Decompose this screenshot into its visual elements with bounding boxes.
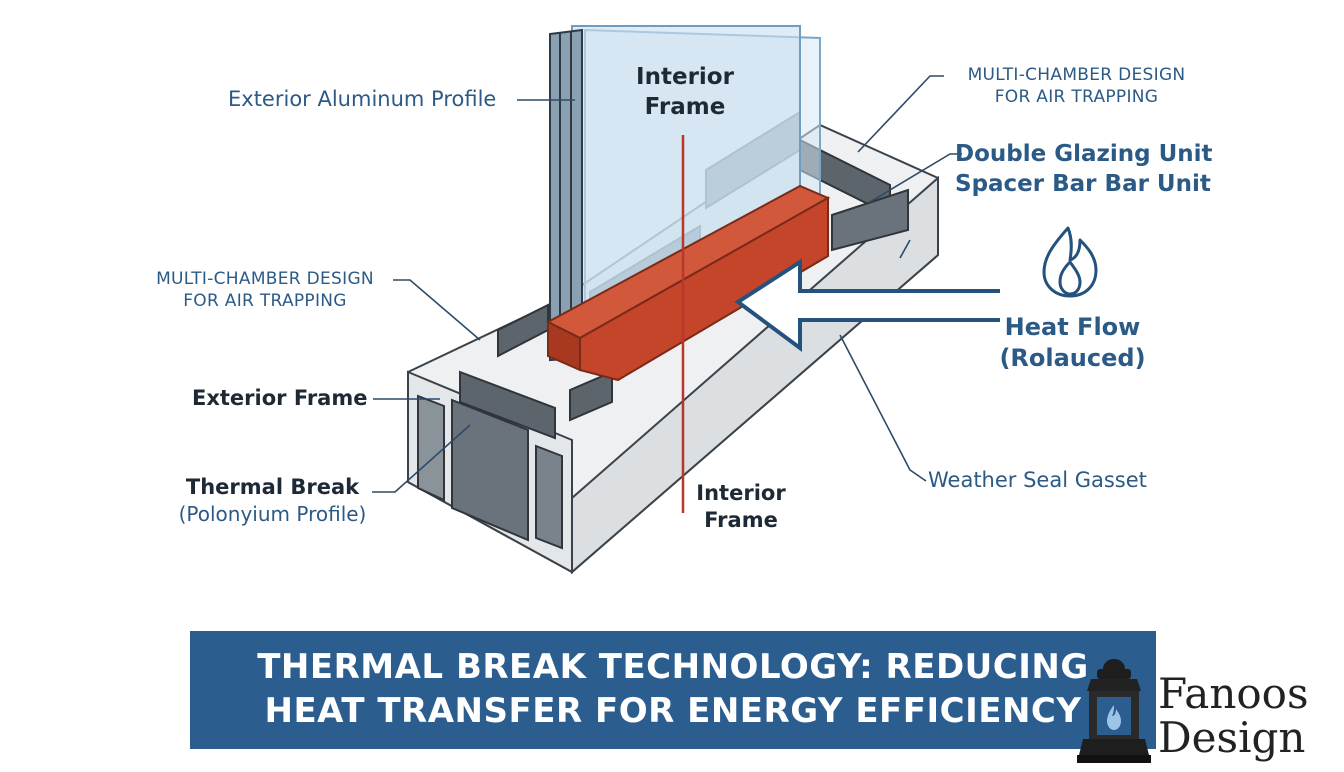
title-banner: THERMAL BREAK TECHNOLOGY: REDUCING HEAT … [190, 631, 1156, 749]
end-chamber-side [535, 444, 563, 550]
thermal-break-bar [545, 184, 831, 382]
label-interior-frame-top: Interior Frame [636, 64, 734, 120]
brand-line1: Fanoos [1158, 669, 1309, 718]
leader-multichamber-left [393, 279, 481, 341]
lantern-icon [1077, 659, 1151, 763]
brand-line2: Design [1158, 713, 1306, 762]
label-double-glazing: Double Glazing Unit Spacer Bar Bar Unit [955, 141, 1213, 197]
end-chamber-large [451, 398, 529, 542]
leader-lines [372, 75, 962, 493]
top-chamber-6 [569, 370, 613, 422]
leader-double-glazing [869, 153, 962, 203]
thermal-bar-end [547, 320, 581, 372]
brand-logo: Fanoos Design [1158, 672, 1309, 760]
label-heat-flow: Heat Flow (Rolauced) [999, 313, 1146, 373]
leader-weather-seal [839, 334, 927, 482]
end-chamber-upper [459, 370, 556, 440]
heat-flow-arrow-icon [734, 258, 1000, 352]
label-multi-chamber-top: MULTI-CHAMBER DESIGN FOR AIR TRAPPING [967, 65, 1186, 108]
glazing-unit [549, 25, 821, 362]
flame-icon [1042, 226, 1098, 298]
label-exterior-frame: Exterior Frame [192, 386, 368, 410]
label-weather-seal: Weather Seal Gasset [928, 468, 1147, 492]
leader-thermal-break [372, 424, 471, 493]
label-exterior-aluminum-profile: Exterior Aluminum Profile [228, 87, 497, 111]
leader-spacer [899, 239, 911, 259]
label-thermal-break: Thermal Break (Polonyium Profile) [178, 475, 367, 527]
label-interior-frame-bottom: Interior Frame [696, 481, 786, 533]
banner-title: THERMAL BREAK TECHNOLOGY: REDUCING HEAT … [257, 647, 1089, 731]
leader-multichamber-top [857, 75, 944, 153]
top-chamber-4 [831, 188, 909, 252]
end-chamber-left [417, 394, 445, 502]
label-multi-chamber-left: MULTI-CHAMBER DESIGN FOR AIR TRAPPING [156, 269, 374, 312]
